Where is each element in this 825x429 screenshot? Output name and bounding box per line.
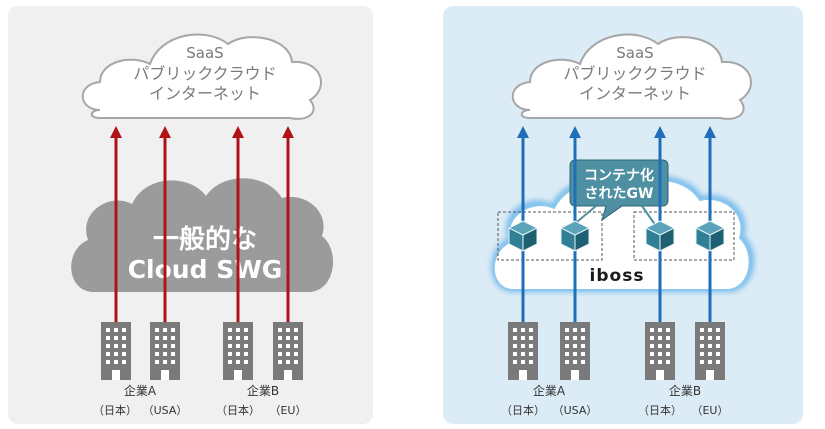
building-icon <box>223 322 253 380</box>
saas-cloud-right-line-1: SaaS <box>616 44 653 62</box>
building-icon <box>273 322 303 380</box>
saas-cloud-left-line-1: SaaS <box>186 44 223 62</box>
saas-cloud-right <box>511 33 752 120</box>
container-cube-icon <box>645 220 675 252</box>
generic-swg-cloud <box>71 178 334 292</box>
container-cube-icon <box>695 220 725 252</box>
company-a-label-left: 企業A <box>124 383 157 398</box>
building-icon <box>150 322 180 380</box>
company-b-site-1-right: （日本） <box>638 403 682 417</box>
company-a-label-right: 企業A <box>533 383 566 398</box>
company-a-site-2-right: （USA） <box>553 404 598 417</box>
company-b-site-2-right: （EU） <box>691 404 728 417</box>
company-b-label-left: 企業B <box>247 383 279 398</box>
generic-swg-label-line-1: 一般的な <box>153 224 257 255</box>
company-b-site-1-left: （日本） <box>216 403 260 417</box>
building-icon <box>560 322 590 380</box>
saas-cloud-left-line-3: インターネット <box>149 84 261 103</box>
company-a-site-1-right: （日本） <box>501 403 545 417</box>
callout-line-2: されたGW <box>585 186 654 202</box>
container-group-b <box>633 211 735 261</box>
saas-cloud-right-line-2: パブリッククラウド <box>563 64 706 83</box>
building-icon <box>695 322 725 380</box>
company-b-site-2-left: （EU） <box>269 404 306 417</box>
container-group-a <box>497 211 603 261</box>
callout-bubble <box>569 159 669 222</box>
building-icon <box>101 322 131 380</box>
building-icon <box>508 322 538 380</box>
building-icon <box>645 322 675 380</box>
saas-cloud-right-line-3: インターネット <box>579 84 691 103</box>
container-cube-icon <box>560 220 590 252</box>
saas-cloud-left <box>81 33 322 120</box>
company-a-site-1-left: （日本） <box>93 403 137 417</box>
company-a-site-2-left: （USA） <box>143 404 188 417</box>
generic-swg-label-line-2: Cloud SWG <box>128 255 283 284</box>
iboss-logo-text: iboss <box>590 266 645 286</box>
saas-cloud-left-line-2: パブリッククラウド <box>133 64 276 83</box>
callout-pointer-b <box>641 205 657 227</box>
container-cube-icon <box>508 220 538 252</box>
company-b-label-right: 企業B <box>669 383 701 398</box>
callout-line-1: コンテナ化 <box>584 167 654 184</box>
